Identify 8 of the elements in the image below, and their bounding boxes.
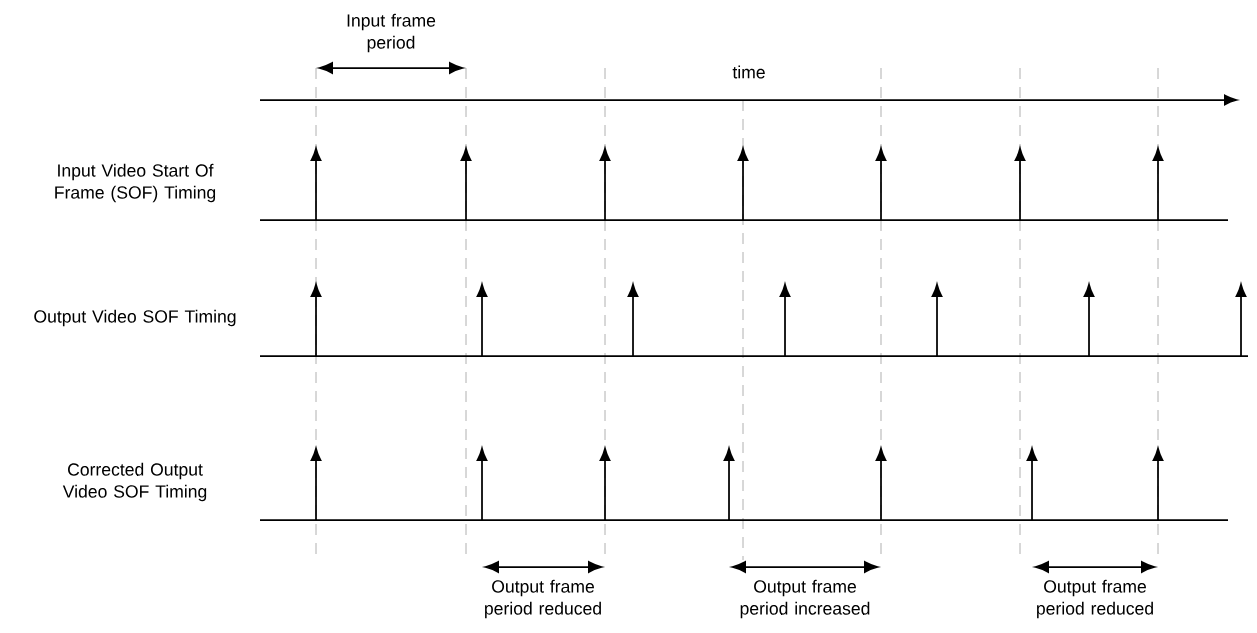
dimension-label: Input frame period bbox=[347, 13, 436, 53]
dimension-label: Output frame period increased bbox=[740, 579, 870, 619]
row-label: Input Video Start Of Frame (SOF) Timing bbox=[55, 163, 216, 203]
row-label: Output Video SOF Timing bbox=[34, 309, 236, 327]
dimension-label: Output frame period reduced bbox=[485, 579, 601, 619]
axis-label: time bbox=[732, 65, 765, 79]
dimension-label: Output frame period reduced bbox=[1037, 579, 1153, 619]
row-label: Corrected Output Video SOF Timing bbox=[62, 462, 207, 502]
